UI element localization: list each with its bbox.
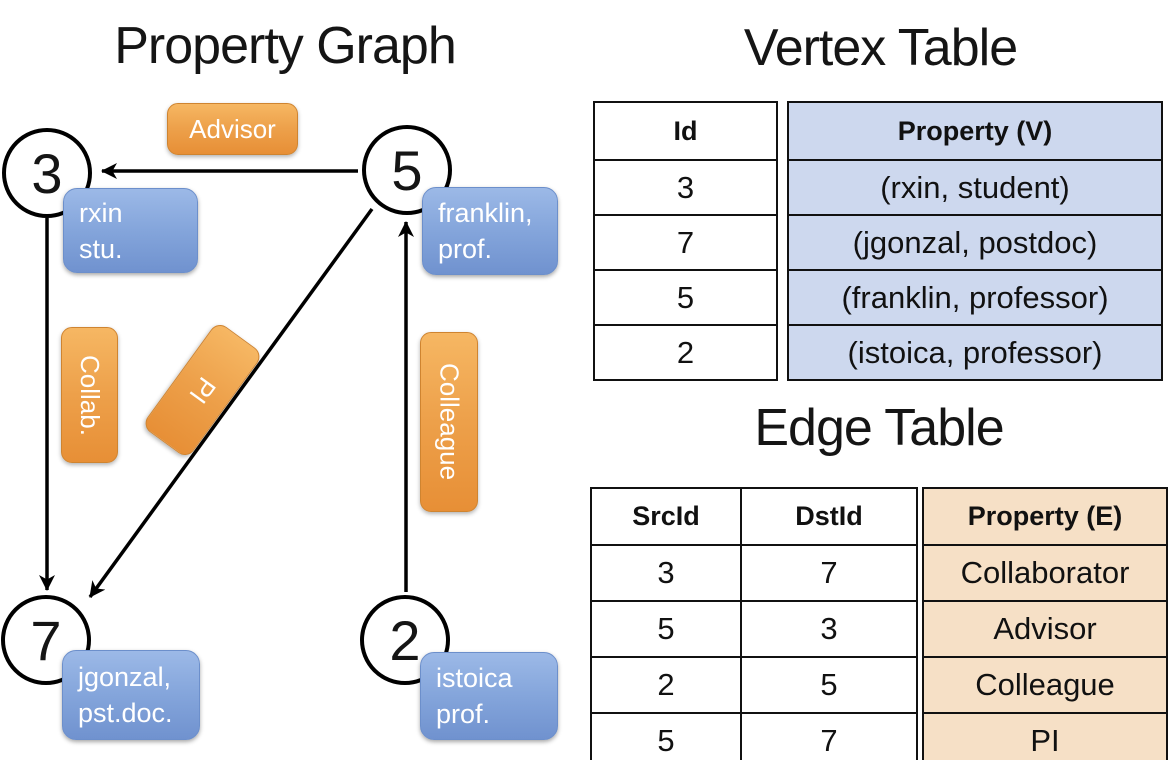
vertex-prop-franklin: franklin, prof.: [422, 187, 558, 275]
edge-pi-arrow: [88, 207, 374, 599]
vertex-table-property-column: Property (V) (rxin, student) (jgonzal, p…: [787, 101, 1163, 381]
vertex-table-cell: 3: [593, 159, 778, 216]
property-graph-title: Property Graph: [114, 17, 457, 75]
vertex-prop-line: prof.: [436, 699, 491, 729]
vertex-table-id-column: Id 3 7 5 2: [593, 101, 778, 381]
edge-table-header-property: Property (E): [922, 487, 1168, 546]
edge-label-collab: Collab.: [61, 327, 118, 463]
vertex-prop-rxin: rxin stu.: [63, 188, 198, 273]
edge-label-colleague: Colleague: [420, 332, 478, 512]
vertex-prop-line: istoica: [436, 663, 513, 694]
edge-table-cell: 3: [590, 544, 742, 602]
graph-node-2: 2: [360, 595, 450, 685]
vertex-prop-line: pst.doc.: [78, 698, 173, 728]
edge-table-cell: PI: [922, 712, 1168, 760]
graph-node-5: 5: [362, 125, 452, 215]
graph-edges-svg: [39, 163, 414, 599]
vertex-table-cell: 5: [593, 269, 778, 326]
edge-table-cell: 7: [740, 712, 918, 760]
edge-label-advisor: Advisor: [167, 103, 298, 155]
vertex-table-cell: 2: [593, 324, 778, 381]
vertex-prop-istoica: istoica prof.: [420, 652, 558, 740]
vertex-prop-line: franklin,: [438, 198, 533, 229]
edge-table-id-columns: SrcId DstId 3 7 5 3 2 5 5 7: [590, 487, 918, 760]
vertex-prop-line: prof.: [438, 234, 493, 264]
edge-table-cell: 5: [590, 600, 742, 658]
vertex-table-cell: 7: [593, 214, 778, 271]
vertex-prop-line: rxin: [79, 197, 123, 228]
vertex-table-title: Vertex Table: [743, 19, 1018, 77]
edge-table-title: Edge Table: [754, 399, 1004, 457]
vertex-table-cell: (rxin, student): [787, 159, 1163, 216]
edge-table-header-dstid: DstId: [740, 487, 918, 546]
edge-table-cell: 7: [740, 544, 918, 602]
vertex-prop-jgonzal: jgonzal, pst.doc.: [62, 650, 200, 740]
vertex-table-cell: (istoica, professor): [787, 324, 1163, 381]
vertex-table-cell: (franklin, professor): [787, 269, 1163, 326]
edge-table-cell: 5: [590, 712, 742, 760]
edge-table-cell: 2: [590, 656, 742, 714]
edge-table-cell: Collaborator: [922, 544, 1168, 602]
vertex-table-header-id: Id: [593, 101, 778, 161]
edge-table-header-srcid: SrcId: [590, 487, 742, 546]
edge-table-cell: Colleague: [922, 656, 1168, 714]
edge-table-cell: Advisor: [922, 600, 1168, 658]
vertex-prop-line: stu.: [79, 233, 123, 264]
vertex-table-header-property: Property (V): [787, 101, 1163, 161]
vertex-table-cell: (jgonzal, postdoc): [787, 214, 1163, 271]
edge-table-property-column: Property (E) Collaborator Advisor Collea…: [922, 487, 1168, 760]
vertex-prop-line: jgonzal,: [78, 662, 172, 693]
edge-table-cell: 5: [740, 656, 918, 714]
edge-table-cell: 3: [740, 600, 918, 658]
